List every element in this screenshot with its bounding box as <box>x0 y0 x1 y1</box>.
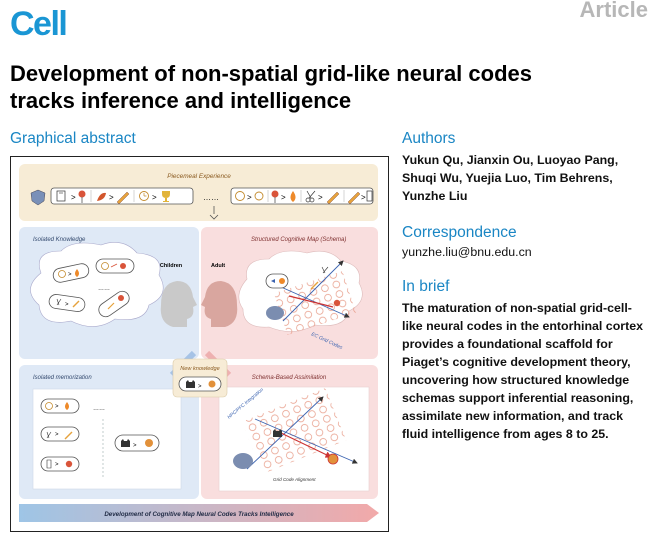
lollipop-icon <box>271 190 279 203</box>
pencil-icon <box>116 191 130 205</box>
ellipsis: …… <box>203 193 219 202</box>
in-brief-line: assimilate new information, and track <box>402 409 624 423</box>
clock-icon <box>139 191 149 201</box>
gt-symbol: > <box>133 443 137 449</box>
pencil-icon <box>326 191 340 205</box>
leaf-icon <box>97 192 106 201</box>
gt-symbol: > <box>55 404 59 410</box>
panel-title: Isolated Knowledge <box>33 237 86 243</box>
authors-line: Yunzhe Liu <box>402 189 468 203</box>
correspondence-heading: Correspondence <box>402 224 517 241</box>
in-brief-text: The maturation of non-spatial grid-cell-… <box>402 299 654 443</box>
ball-icon <box>208 380 216 388</box>
journal-logo: Cell <box>10 5 68 43</box>
authors-heading: Authors <box>402 130 456 147</box>
in-brief-line: uncovering how structured knowledge <box>402 373 630 387</box>
gt-symbol: > <box>318 193 323 202</box>
authors-list: Yukun Qu, Jianxin Ou, Luoyao Pang, Shuqi… <box>402 151 654 205</box>
ball-icon <box>327 453 339 465</box>
gt-symbol: > <box>198 384 202 390</box>
isolated-memorization-panel: Isolated memorization > …… > > > <box>19 365 199 499</box>
panel-title: Isolated memorization <box>33 375 92 381</box>
panel-title: Piecemeal Experience <box>167 173 231 180</box>
ellipsis: …… <box>93 406 105 412</box>
in-brief-line: provides a foundational scaffold for <box>402 337 613 351</box>
lollipop-icon <box>78 190 86 203</box>
ball-icon <box>145 439 153 447</box>
child-head-silhouette <box>160 281 197 327</box>
in-brief-line: fluid intelligence from ages 8 to 25. <box>402 427 609 441</box>
graphical-abstract-svg: Piecemeal Experience > > > …… > > > > <box>19 164 379 522</box>
structured-map-panel: Structured Cognitive Map (Schema) Adult … <box>201 227 378 359</box>
correspondence-email[interactable]: yunzhe.liu@bnu.edu.cn <box>402 245 532 259</box>
gt-symbol: > <box>247 193 252 202</box>
book-icon <box>366 190 373 202</box>
graphical-abstract-heading: Graphical abstract <box>10 130 136 147</box>
article-type-label: Article <box>579 0 648 22</box>
authors-line: Shuqi Wu, Yuejia Luo, Tim Behrens, <box>402 171 613 185</box>
scissors-icon <box>305 190 316 203</box>
in-brief-line: The maturation of non-spatial grid-cell- <box>402 301 632 315</box>
gt-symbol: > <box>55 432 59 438</box>
in-brief-line: Piaget’s cognitive development theory, <box>402 355 631 369</box>
flame-icon <box>290 191 296 202</box>
clock-icon <box>235 191 245 201</box>
gt-symbol: > <box>68 272 72 278</box>
gt-symbol: > <box>109 193 114 202</box>
scissors-icon <box>321 266 329 274</box>
cat-icon <box>121 439 130 447</box>
brain-icon <box>266 306 284 320</box>
gt-symbol: > <box>55 462 59 468</box>
new-knowledge-box: New knowledge > <box>169 350 232 398</box>
intelligence-banner: Development of Cognitive Map Neural Code… <box>19 504 379 522</box>
children-label: Children <box>160 263 183 269</box>
article-title: Development of non-spatial grid-like neu… <box>10 60 650 114</box>
gt-symbol: > <box>361 193 366 202</box>
in-brief-line: like neural codes in the entorhinal cort… <box>402 319 643 333</box>
authors-line: Yukun Qu, Jianxin Ou, Luoyao Pang, <box>402 153 619 167</box>
trophy-icon <box>162 191 170 202</box>
title-line: Development of non-spatial grid-like neu… <box>10 61 532 86</box>
lollipop-icon <box>333 299 341 307</box>
panel-title: Structured Cognitive Map (Schema) <box>251 237 346 243</box>
ellipsis: …… <box>98 286 110 292</box>
gt-symbol: > <box>152 193 157 202</box>
pencil-icon <box>347 191 361 205</box>
panel-title: Schema-Based Assimilation <box>252 375 327 381</box>
banner-text: Development of Cognitive Map Neural Code… <box>104 511 294 518</box>
book-icon <box>56 190 66 202</box>
pencil-icon <box>310 281 319 290</box>
in-brief-heading: In brief <box>402 278 450 295</box>
title-line: tracks inference and intelligence <box>10 88 352 113</box>
gt-symbol: > <box>65 302 69 308</box>
grid-alignment-label: Grid Code Alignment <box>273 477 316 482</box>
cat-icon <box>186 380 195 388</box>
adult-label: Adult <box>211 263 225 269</box>
in-brief-line: schemas support inferential reasoning, <box>402 391 634 405</box>
cat-icon <box>273 429 282 437</box>
adult-head-silhouette <box>201 281 238 327</box>
piecemeal-experience-panel: Piecemeal Experience > > > …… > > > > <box>19 164 378 221</box>
brain-icon <box>233 453 253 469</box>
gt-symbol: > <box>71 193 76 202</box>
clock-icon <box>254 191 264 201</box>
gt-symbol: > <box>281 193 286 202</box>
schema-assimilation-panel: Schema-Based Assimilation HPC/PFC Integr… <box>201 365 378 499</box>
panel-title: New knowledge <box>180 366 220 372</box>
isolated-knowledge-panel: Isolated Knowledge > …… > Children <box>19 227 199 359</box>
shield-icon <box>30 189 46 206</box>
graphical-abstract-figure: Piecemeal Experience > > > …… > > > > <box>10 156 389 532</box>
